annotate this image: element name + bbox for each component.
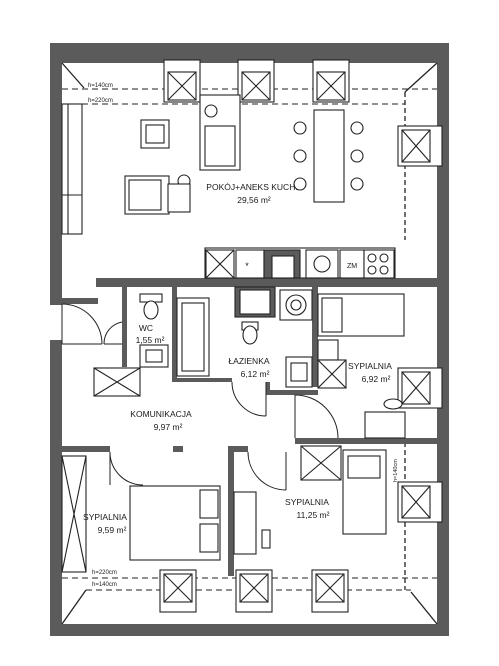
roof-window-bottom-1 [159, 569, 197, 613]
right-bedroom-area: 11,25 m² [297, 510, 330, 520]
roof-window-right-3 [397, 481, 443, 523]
dim-right-h140: h=140cm [393, 459, 399, 482]
roof-windows [159, 59, 443, 613]
doors [61, 303, 339, 491]
kitchen-star-label: * [245, 261, 249, 271]
left-bedroom-name: SYPIALNIA [83, 512, 127, 522]
room-labels: POKÓJ+ANEKS KUCH. 29,56 m² WC 1,55 m² ŁA… [83, 182, 392, 535]
dim-bottom-h220: h=220cm [92, 570, 117, 576]
living-room-name: POKÓJ+ANEKS KUCH. [206, 182, 297, 192]
hall-name: KOMUNIKACJA [130, 409, 192, 419]
roof-window-top-3 [312, 59, 350, 103]
wc-name: WC [139, 323, 153, 333]
roof-window-top-2 [237, 59, 275, 103]
wc-area: 1,55 m² [136, 335, 165, 345]
living-furniture [61, 94, 396, 279]
dim-top-h220: h=220cm [88, 98, 113, 104]
interior-walls [50, 278, 437, 576]
roof-window-bottom-3 [311, 569, 349, 613]
hall-area: 9,97 m² [154, 422, 183, 432]
small-bedroom-name: SYPIALNIA [348, 361, 392, 371]
zm-label: ZM [347, 263, 357, 270]
right-bedroom-furniture [233, 445, 387, 555]
roof-window-top-1 [163, 59, 201, 103]
left-bedroom-area: 9,59 m² [98, 525, 127, 535]
wc-fixtures [93, 293, 169, 397]
roof-window-right-2 [397, 367, 443, 409]
left-bedroom-furniture [61, 455, 221, 573]
roof-window-right-1 [397, 125, 443, 167]
small-bedroom-area: 6,92 m² [362, 374, 391, 384]
bathroom-area: 6,12 m² [241, 369, 270, 379]
bathroom-fixtures [176, 286, 313, 388]
right-bedroom-name: SYPIALNIA [285, 497, 329, 507]
small-bedroom-furniture [317, 293, 406, 439]
bathroom-name: ŁAZIENKA [228, 356, 269, 366]
dim-bottom-h140: h=140cm [92, 582, 117, 588]
dim-top-h140: h=140cm [88, 83, 113, 89]
living-room-area: 29,56 m² [237, 195, 271, 205]
roof-window-bottom-2 [235, 569, 273, 613]
